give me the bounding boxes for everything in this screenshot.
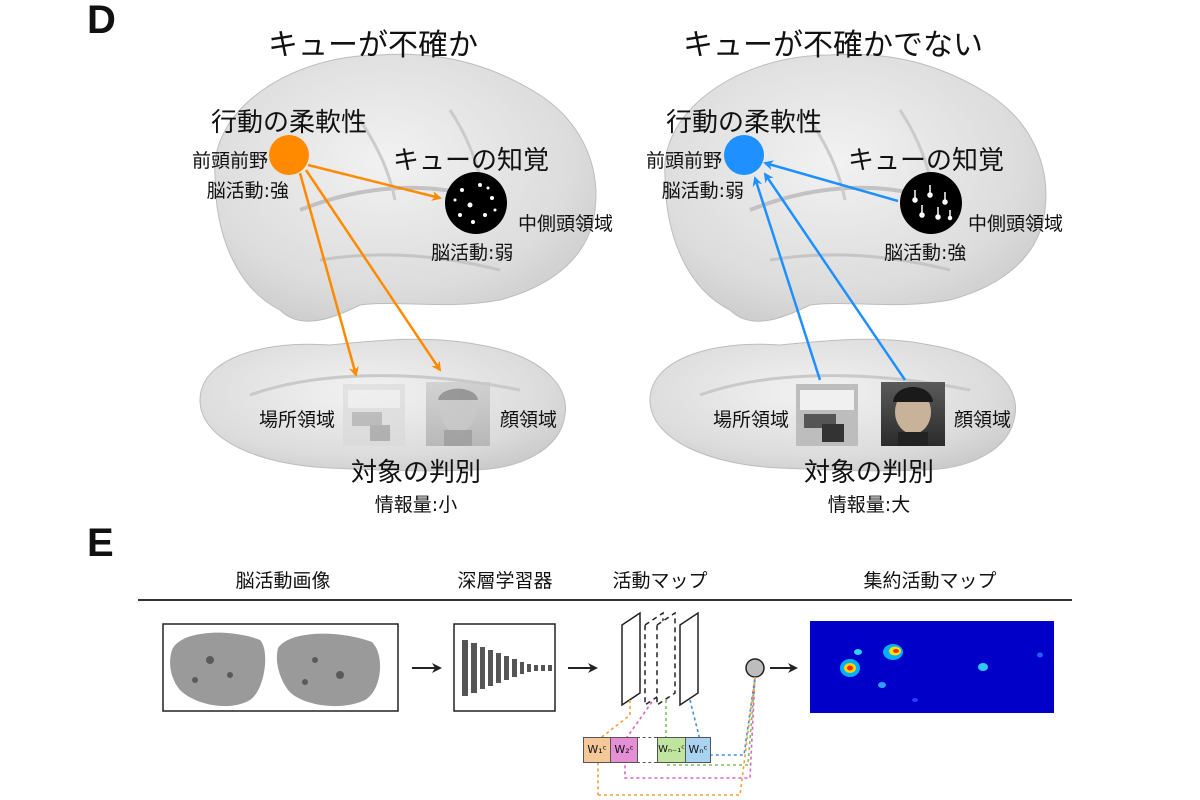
weight-box-gap — [637, 737, 657, 763]
aggregated-activity-heatmap — [810, 621, 1054, 713]
left-place-area-label: 場所領域 — [258, 409, 335, 431]
left-cue-perception-label: キューの知覚 — [393, 146, 550, 176]
weight-boxes: W₁ᶜ W₂ᶜ Wₙ₋₁ᶜ Wₙᶜ — [583, 737, 711, 763]
header-aggregated-map: 集約活動マップ — [863, 570, 997, 592]
left-pfc-label: 前頭前野 — [191, 150, 268, 172]
header-deep-learner: 深層学習器 — [457, 570, 553, 592]
weighted-sum-node — [745, 658, 765, 678]
left-object-disc-label: 対象の判別 — [350, 458, 482, 488]
header-activity-map: 活動マップ — [612, 570, 708, 592]
right-place-area-label: 場所領域 — [712, 409, 789, 431]
left-face-area-label: 顔領域 — [500, 409, 558, 431]
activity-maps — [621, 611, 699, 707]
right-mt-label: 中側頭領域 — [968, 213, 1064, 235]
left-place-image — [343, 384, 405, 446]
brain-activity-image — [162, 623, 399, 712]
right-dot-motion-stimulus — [900, 172, 962, 234]
left-title: キューが不確か — [268, 28, 478, 63]
right-arrows — [752, 160, 907, 381]
right-mt-activity-label: 脳活動:強 — [884, 242, 967, 264]
left-mt-activity-label: 脳活動:弱 — [431, 242, 514, 264]
weight-box-2: W₂ᶜ — [610, 737, 638, 763]
left-info-label: 情報量:小 — [374, 494, 458, 516]
panel-e-letter: E — [87, 521, 114, 565]
right-object-disc-label: 対象の判別 — [803, 458, 935, 488]
left-mt-label: 中側頭領域 — [518, 213, 614, 235]
panel-d-letter: D — [87, 0, 116, 42]
deep-learner-diagram — [453, 623, 556, 712]
right-cue-perception-label: キューの知覚 — [848, 146, 1005, 176]
right-behavior-flex-label: 行動の柔軟性 — [665, 108, 823, 138]
left-arrows — [298, 163, 442, 377]
weight-box-n-1: Wₙ₋₁ᶜ — [657, 737, 686, 763]
left-face-image — [426, 382, 490, 446]
right-title: キューが不確かでない — [683, 28, 983, 63]
right-face-image — [881, 382, 945, 446]
right-info-label: 情報量:大 — [827, 494, 911, 516]
right-face-area-label: 顔領域 — [954, 409, 1012, 431]
right-pfc-node — [724, 135, 764, 175]
header-brain-image: 脳活動画像 — [235, 570, 331, 592]
left-pfc-node — [269, 135, 309, 175]
weight-box-1: W₁ᶜ — [583, 737, 611, 763]
right-pfc-activity-label: 脳活動:弱 — [661, 180, 744, 202]
left-dot-motion-stimulus — [445, 172, 507, 234]
right-pfc-label: 前頭前野 — [645, 150, 722, 172]
right-place-image — [796, 384, 858, 446]
weight-box-n: Wₙᶜ — [685, 737, 711, 763]
left-pfc-activity-label: 脳活動:強 — [206, 180, 289, 202]
left-behavior-flex-label: 行動の柔軟性 — [210, 108, 368, 138]
